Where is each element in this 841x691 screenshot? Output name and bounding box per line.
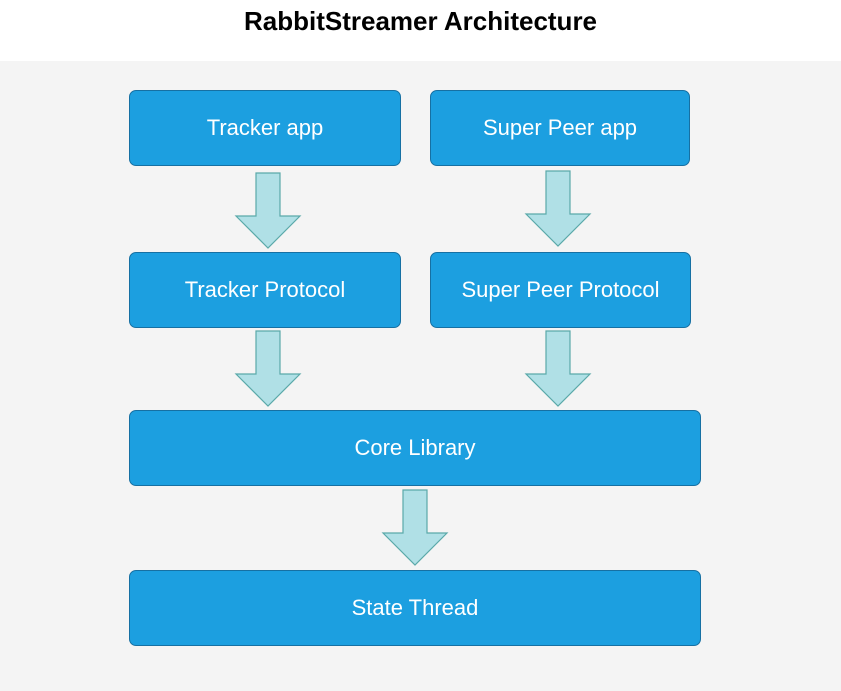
arrow-down-icon bbox=[234, 172, 302, 249]
node-tracker-protocol: Tracker Protocol bbox=[129, 252, 401, 328]
diagram-title: RabbitStreamer Architecture bbox=[243, 6, 598, 36]
node-core-library: Core Library bbox=[129, 410, 701, 486]
node-super-peer-protocol: Super Peer Protocol bbox=[430, 252, 691, 328]
arrow-down-icon bbox=[381, 489, 449, 566]
node-label: State Thread bbox=[351, 595, 479, 620]
node-label: Super Peer app bbox=[482, 115, 638, 140]
node-label: Core Library bbox=[354, 435, 476, 460]
arrow-down-icon bbox=[234, 330, 302, 407]
node-label: Tracker Protocol bbox=[184, 277, 346, 302]
arrow-down-icon bbox=[524, 330, 592, 407]
node-label: Tracker app bbox=[206, 115, 324, 140]
arrow-down-icon bbox=[524, 170, 592, 247]
node-label: Super Peer Protocol bbox=[461, 277, 660, 302]
node-tracker-app: Tracker app bbox=[129, 90, 401, 166]
node-state-thread: State Thread bbox=[129, 570, 701, 646]
node-super-peer-app: Super Peer app bbox=[430, 90, 690, 166]
